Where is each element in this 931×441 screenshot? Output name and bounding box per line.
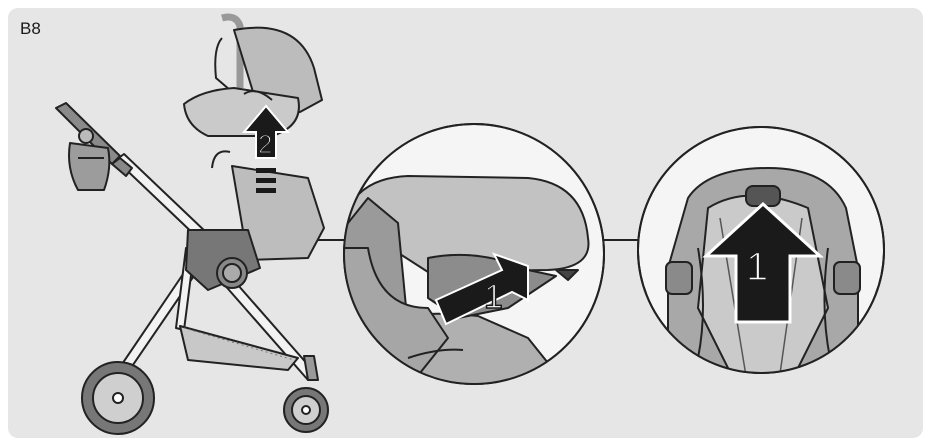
- stroller-illustration: [56, 17, 328, 434]
- instruction-panel: B8: [8, 8, 923, 438]
- side-adjuster-right: [834, 262, 860, 294]
- zoom-handle-arrow-number: 1: [746, 245, 768, 289]
- stroller-rear-wheel: [82, 362, 154, 434]
- stroller-arrow-number: 2: [258, 129, 272, 159]
- zoom-detail-latch: [338, 124, 604, 388]
- instruction-illustration: 2 1: [8, 8, 923, 438]
- side-adjuster-left: [666, 262, 692, 294]
- car-seat-raised: [184, 17, 322, 136]
- cup-holder: [69, 129, 109, 190]
- zoom-latch-arrow-number: 1: [484, 278, 503, 316]
